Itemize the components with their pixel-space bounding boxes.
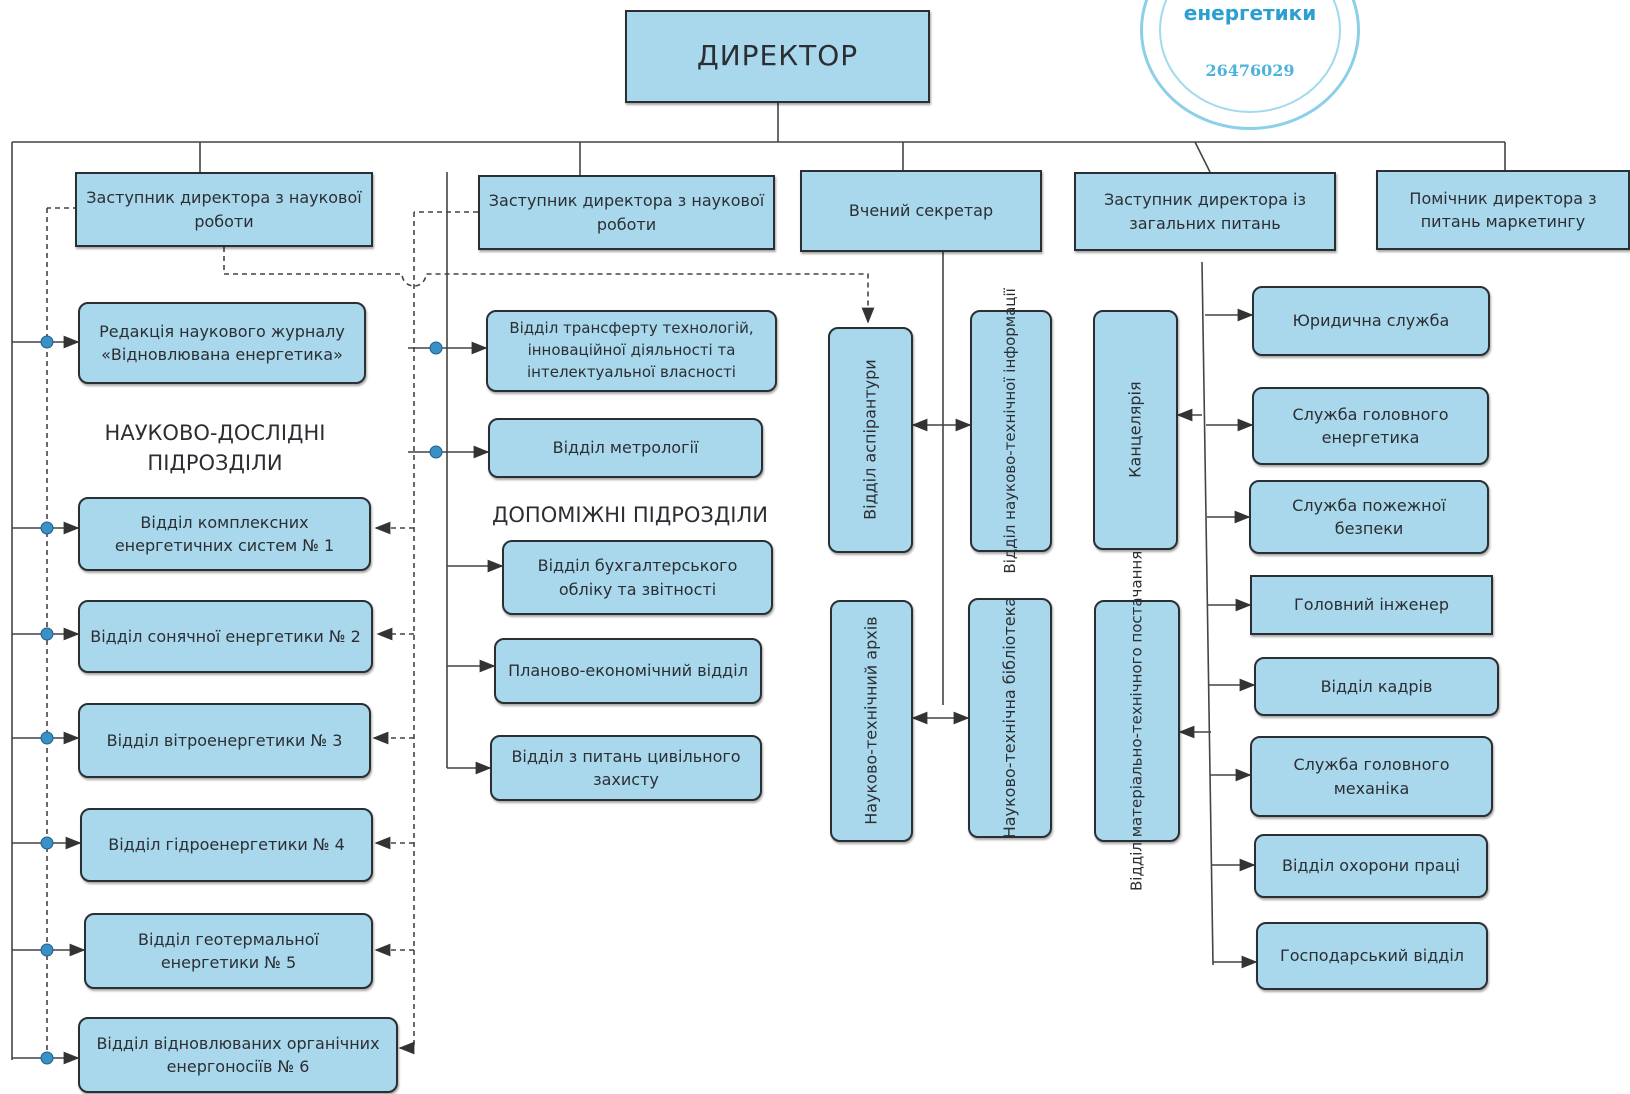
- department-2-box: Відділ сонячної енергетики № 2: [78, 600, 373, 673]
- accounting-box: Відділ бухгалтерського обліку та звітнос…: [502, 540, 773, 615]
- journal-editorial-box: Редакція наукового журналу «Відновлювана…: [78, 302, 366, 384]
- director-label: ДИРЕКТОР: [696, 39, 859, 73]
- department-1-box: Відділ комплексних енергетичних систем №…: [78, 497, 371, 571]
- assistant-marketing-label: Помічник директора з питань маркетингу: [1409, 188, 1597, 231]
- department-3-label: Відділ вітроенергетики № 3: [106, 730, 343, 750]
- service-chief-energy-box: Служба головного енергетика: [1252, 387, 1489, 465]
- sci-tech-info-box: Відділ науково-технічної інформації: [970, 288, 1052, 574]
- department-4-label: Відділ гідроенергетики № 4: [108, 835, 345, 855]
- sci-tech-archive-label: Науково-технічний архів: [861, 616, 881, 826]
- deputy-science-2-label: Заступник директора з наукової роботи: [488, 191, 765, 234]
- chancellery-box: Канцелярія: [1093, 310, 1178, 550]
- department-5-box: Відділ геотермальної енергетики № 5: [84, 913, 373, 989]
- civil-defense-box: Відділ з питань цивільного захисту: [490, 735, 762, 801]
- deputy-science-2-box: Заступник директора з наукової роботи: [478, 175, 775, 250]
- service-chief-energy-label: Служба головного енергетика: [1292, 404, 1449, 447]
- postgraduate-label: Відділ аспірантури: [860, 359, 880, 521]
- metrology-box: Відділ метрології: [488, 418, 763, 478]
- deputy-science-1-label: Заступник директора з наукової роботи: [86, 188, 362, 231]
- service-household-label: Господарський відділ: [1279, 946, 1465, 966]
- service-legal-box: Юридична служба: [1252, 286, 1490, 356]
- planning-economic-box: Планово-економічний відділ: [494, 638, 762, 704]
- journal-editorial-label: Редакція наукового журналу «Відновлювана…: [99, 321, 345, 364]
- director-box: ДИРЕКТОР: [625, 10, 930, 103]
- service-chief-mechanic-box: Служба головного механіка: [1250, 736, 1493, 817]
- sci-tech-archive-box: Науково-технічний архів: [830, 600, 913, 842]
- deputy-general-label: Заступник директора із загальних питань: [1104, 190, 1306, 233]
- department-4-box: Відділ гідроенергетики № 4: [80, 808, 373, 882]
- assistant-marketing-box: Помічник директора з питань маркетингу: [1376, 170, 1630, 250]
- deputy-science-1-box: Заступник директора з наукової роботи: [75, 172, 373, 247]
- service-labor-protection-label: Відділ охорони праці: [1282, 856, 1460, 876]
- service-chief-mechanic-label: Служба головного механіка: [1293, 755, 1450, 798]
- scientific-secretary-label: Вчений секретар: [848, 201, 994, 221]
- postgraduate-box: Відділ аспірантури: [828, 327, 913, 553]
- accounting-label: Відділ бухгалтерського обліку та звітнос…: [537, 556, 738, 599]
- department-6-box: Відділ відновлюваних органічних енергоно…: [78, 1017, 398, 1093]
- sci-tech-library-label: Науково-технічна бібліотека: [1000, 597, 1020, 839]
- sci-tech-info-label: Відділ науково-технічної інформації: [1001, 288, 1020, 574]
- service-fire-safety-box: Служба пожежної безпеки: [1249, 480, 1489, 554]
- stamp-code: 26476029: [1205, 61, 1295, 80]
- service-chief-engineer-label: Головний інженер: [1294, 595, 1449, 615]
- department-5-label: Відділ геотермальної енергетики № 5: [138, 929, 319, 972]
- service-legal-label: Юридична служба: [1292, 311, 1450, 331]
- supply-label: Відділ матеріально-технічного постачання: [1127, 550, 1146, 892]
- department-6-label: Відділ відновлюваних органічних енергоно…: [96, 1033, 380, 1076]
- sci-tech-library-box: Науково-технічна бібліотека: [968, 597, 1052, 839]
- service-hr-box: Відділ кадрів: [1254, 657, 1499, 716]
- auxiliary-units-heading: ДОПОМІЖНІ ПІДРОЗДІЛИ: [492, 503, 768, 527]
- service-labor-protection-box: Відділ охорони праці: [1254, 834, 1488, 898]
- metrology-label: Відділ метрології: [552, 438, 699, 458]
- department-2-label: Відділ сонячної енергетики № 2: [90, 626, 361, 646]
- supply-box: Відділ матеріально-технічного постачання: [1094, 551, 1180, 891]
- tech-transfer-label: Відділ трансферту технологій, інноваційн…: [509, 319, 754, 381]
- research-units-heading: НАУКОВО-ДОСЛІДНІ ПІДРОЗДІЛИ: [104, 421, 326, 476]
- service-household-box: Господарський відділ: [1256, 922, 1488, 990]
- planning-economic-label: Планово-економічний відділ: [508, 661, 748, 681]
- department-3-box: Відділ вітроенергетики № 3: [78, 703, 371, 778]
- stamp-name: енергетики: [1183, 1, 1317, 25]
- scientific-secretary-box: Вчений секретар: [800, 170, 1042, 252]
- civil-defense-label: Відділ з питань цивільного захисту: [511, 746, 741, 789]
- chancellery-label: Канцелярія: [1125, 381, 1145, 479]
- department-1-label: Відділ комплексних енергетичних систем №…: [114, 512, 335, 555]
- service-chief-engineer-box: Головний інженер: [1250, 575, 1493, 635]
- service-hr-label: Відділ кадрів: [1320, 676, 1433, 696]
- deputy-general-box: Заступник директора із загальних питань: [1074, 172, 1336, 251]
- service-fire-safety-label: Служба пожежної безпеки: [1292, 495, 1446, 538]
- tech-transfer-box: Відділ трансферту технологій, інноваційн…: [486, 310, 777, 392]
